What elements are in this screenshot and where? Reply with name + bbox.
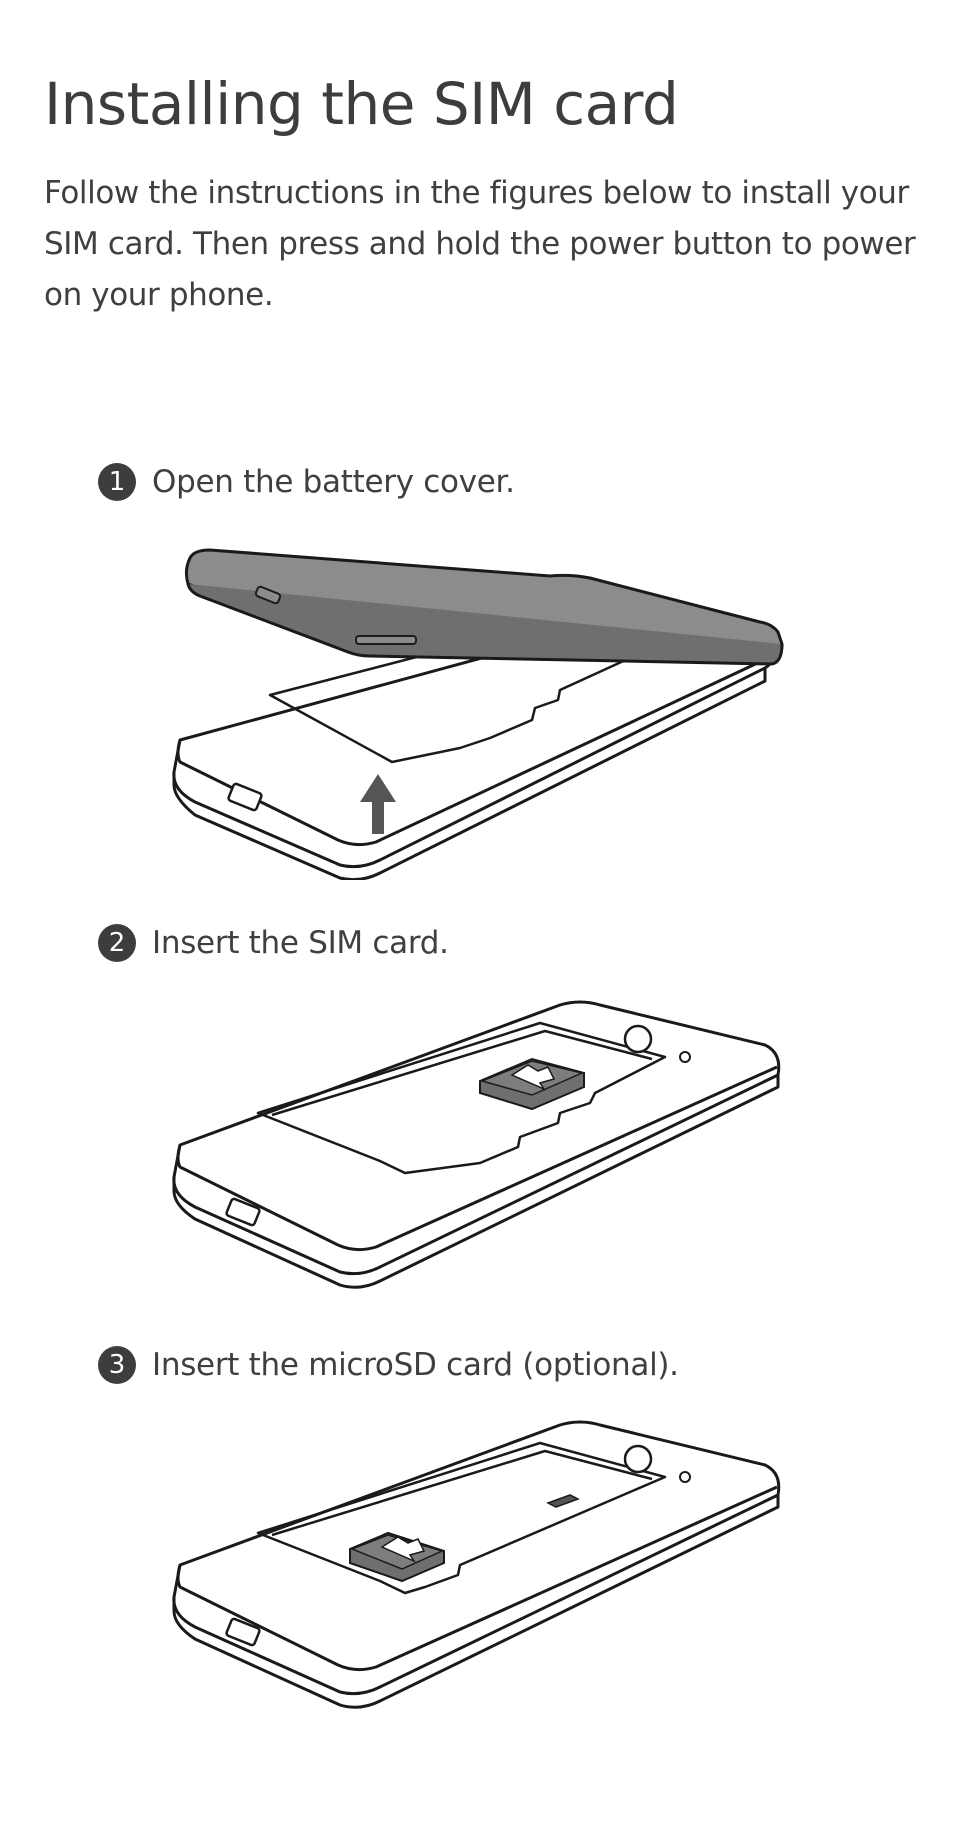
step-text: Open the battery cover.: [152, 464, 515, 500]
insert-sim-card-illustration: [160, 995, 800, 1295]
insert-microsd-card-illustration: [160, 1415, 800, 1715]
step-text: Insert the microSD card (optional).: [152, 1347, 679, 1383]
open-battery-cover-illustration: [160, 540, 800, 880]
phone-insert-sim-icon: [172, 1000, 781, 1289]
step-3: 3 Insert the microSD card (optional).: [98, 1346, 679, 1384]
step-number-badge: 3: [98, 1346, 136, 1384]
step-number-badge: 2: [98, 924, 136, 962]
phone-insert-microsd-icon: [172, 1420, 781, 1709]
step-text: Insert the SIM card.: [152, 925, 449, 961]
page-title: Installing the SIM card: [44, 70, 679, 138]
step-2: 2 Insert the SIM card.: [98, 924, 449, 962]
step-1: 1 Open the battery cover.: [98, 463, 515, 501]
step-number-badge: 1: [98, 463, 136, 501]
phone-open-cover-icon: [172, 548, 784, 880]
intro-paragraph: Follow the instructions in the figures b…: [44, 175, 916, 313]
